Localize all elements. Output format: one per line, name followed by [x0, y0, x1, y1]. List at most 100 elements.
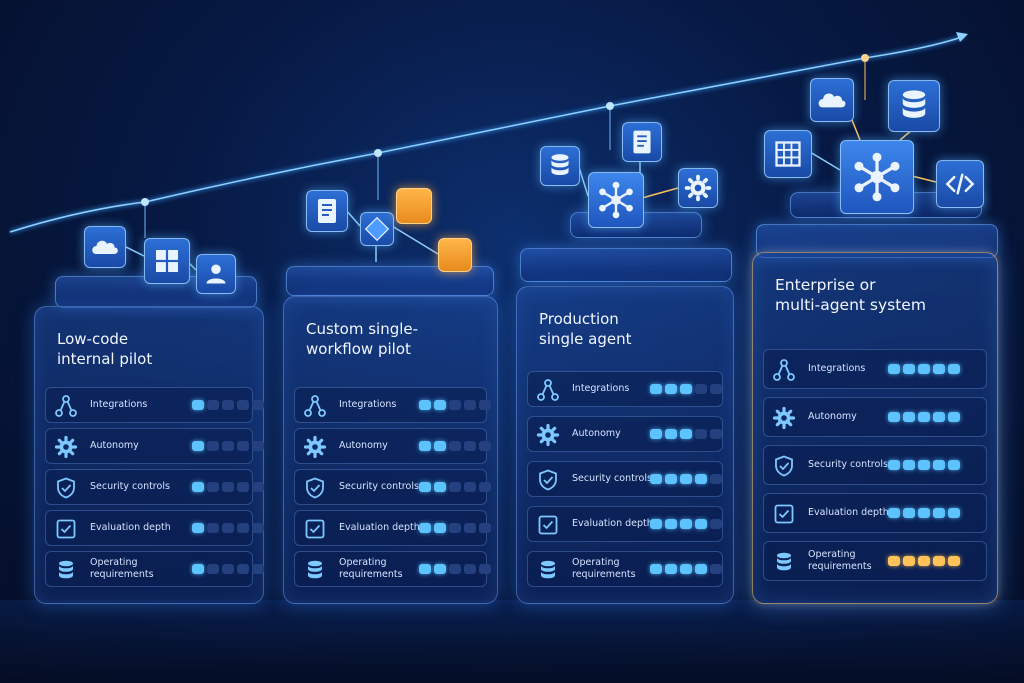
attribute-row: Security controls: [294, 469, 491, 505]
rating-dot-filled: [888, 364, 900, 374]
attribute-label: Evaluation depth: [572, 518, 653, 529]
rating-dot-empty: [464, 400, 476, 410]
milestone-node: [606, 102, 614, 110]
spreadsheet-icon: [764, 130, 812, 178]
rating-dot-filled: [192, 400, 204, 410]
rating-dot-filled: [695, 474, 707, 484]
rating-dot-empty: [479, 523, 491, 533]
rating-meter: [192, 564, 264, 574]
task-orange-icon: [396, 188, 432, 224]
rating-dot-filled: [948, 508, 960, 518]
rating-dot-empty: [479, 564, 491, 574]
rating-dot-filled: [665, 564, 677, 574]
database-icon: [888, 80, 940, 132]
rating-dot-empty: [222, 400, 234, 410]
attribute-row: Autonomy: [527, 416, 723, 452]
connector-line: [809, 151, 841, 171]
rating-dot-filled: [933, 508, 945, 518]
checkbox-icon: [54, 517, 78, 541]
rating-dot-empty: [252, 523, 264, 533]
attribute-row: Operating requirements: [45, 551, 264, 587]
trend-arrowhead-icon: [956, 32, 968, 42]
rating-dot-filled: [680, 519, 692, 529]
attribute-label: Autonomy: [572, 428, 621, 439]
gear-icon: [54, 435, 78, 459]
attribute-label: Security controls: [572, 473, 652, 484]
rating-meter: [419, 400, 491, 410]
attribute-label: Evaluation depth: [339, 522, 420, 533]
attribute-row: Integrations: [763, 349, 987, 389]
rating-meter: [192, 523, 264, 533]
attribute-row: Integrations: [294, 387, 491, 423]
document-icon: [622, 122, 662, 162]
network-icon: [54, 394, 78, 418]
rating-dot-filled: [948, 460, 960, 470]
shield-check-icon: [772, 454, 796, 478]
attribute-row: Operating requirements: [763, 541, 987, 581]
attribute-row: Security controls: [45, 469, 264, 505]
rating-dot-filled: [192, 441, 204, 451]
rating-dot-empty: [479, 400, 491, 410]
connector-line: [123, 245, 145, 257]
windows-grid-icon: [144, 238, 190, 284]
rating-dot-filled: [888, 556, 900, 566]
rating-dot-filled: [680, 384, 692, 394]
attribute-label: Operating requirements: [808, 549, 872, 572]
rating-dot-empty: [222, 523, 234, 533]
rating-meter: [419, 523, 491, 533]
attribute-label: Autonomy: [90, 440, 139, 451]
attribute-row: Evaluation depth: [527, 506, 723, 542]
rating-dot-empty: [207, 564, 219, 574]
rating-dot-filled: [918, 556, 930, 566]
rating-dot-filled: [918, 364, 930, 374]
attribute-label: Operating requirements: [90, 557, 154, 580]
rating-dot-empty: [449, 441, 461, 451]
rating-dot-filled: [918, 460, 930, 470]
rating-dot-empty: [710, 474, 722, 484]
network-icon: [536, 378, 560, 402]
rating-meter: [192, 400, 264, 410]
database-icon: [54, 558, 78, 582]
rating-dot-empty: [449, 564, 461, 574]
rating-dot-empty: [237, 400, 249, 410]
rating-meter: [888, 460, 960, 470]
rating-dot-filled: [888, 460, 900, 470]
rating-dot-filled: [680, 564, 692, 574]
database-icon: [540, 146, 580, 186]
attribute-row: Autonomy: [294, 428, 491, 464]
attribute-row: Autonomy: [45, 428, 264, 464]
rating-meter: [419, 441, 491, 451]
rating-dot-empty: [695, 384, 707, 394]
code-icon: [936, 160, 984, 208]
rating-dot-empty: [222, 441, 234, 451]
rating-meter: [419, 564, 491, 574]
checkbox-icon: [772, 502, 796, 526]
hub-network-icon: [588, 172, 644, 228]
rating-dot-filled: [948, 364, 960, 374]
rating-dot-empty: [710, 429, 722, 439]
rating-dot-empty: [710, 384, 722, 394]
rating-dot-empty: [464, 441, 476, 451]
gear-icon: [678, 168, 718, 208]
rating-dot-filled: [888, 508, 900, 518]
rating-dot-empty: [710, 564, 722, 574]
rating-dot-empty: [237, 564, 249, 574]
rating-dot-empty: [449, 523, 461, 533]
rating-dot-filled: [419, 441, 431, 451]
milestone-node: [861, 54, 869, 62]
connector-line: [391, 225, 439, 255]
database-icon: [772, 550, 796, 574]
attribute-row: Integrations: [45, 387, 264, 423]
attribute-label: Integrations: [90, 399, 148, 410]
rating-dot-filled: [650, 564, 662, 574]
document-icon: [306, 190, 348, 232]
gear-icon: [772, 406, 796, 430]
attribute-label: Operating requirements: [572, 557, 636, 580]
attribute-label: Integrations: [572, 383, 630, 394]
rating-dot-empty: [252, 400, 264, 410]
database-icon: [536, 558, 560, 582]
tier-title: Custom single- workflow pilot: [306, 320, 419, 358]
